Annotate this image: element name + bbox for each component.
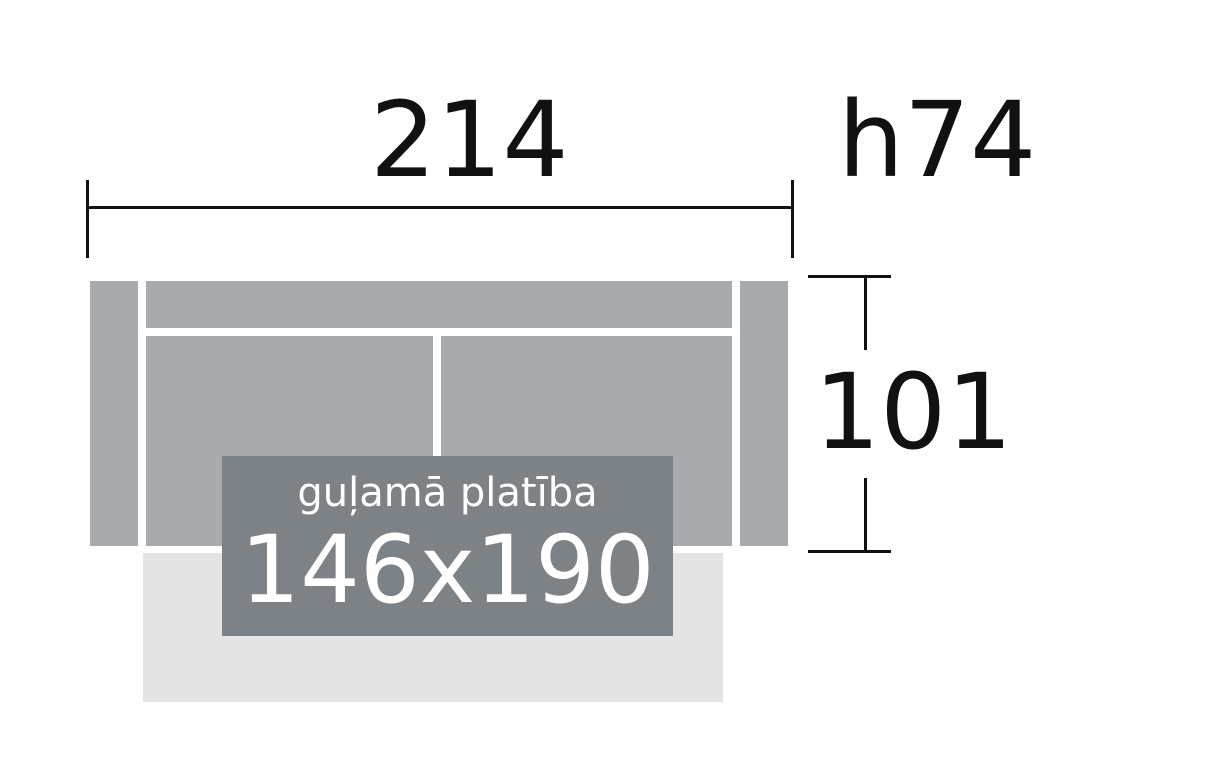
right-armrest — [740, 281, 788, 546]
backrest — [146, 281, 732, 328]
depth-line-top — [864, 277, 867, 350]
depth-tick-bottom — [808, 550, 891, 553]
sleeping-area-box: guļamā platība 146x190 — [222, 456, 673, 636]
sleeping-area-size: 146x190 — [240, 516, 655, 625]
depth-line-bottom — [864, 478, 867, 551]
depth-label: 101 — [814, 351, 1013, 473]
height-label: h74 — [838, 79, 1037, 201]
left-armrest — [90, 281, 138, 546]
width-tick-right — [791, 180, 794, 258]
width-label: 214 — [370, 79, 569, 201]
width-tick-left — [86, 180, 89, 258]
width-dimension-line — [87, 206, 793, 209]
depth-tick-top — [808, 275, 891, 278]
sleeping-area-label: guļamā platība — [297, 470, 598, 516]
